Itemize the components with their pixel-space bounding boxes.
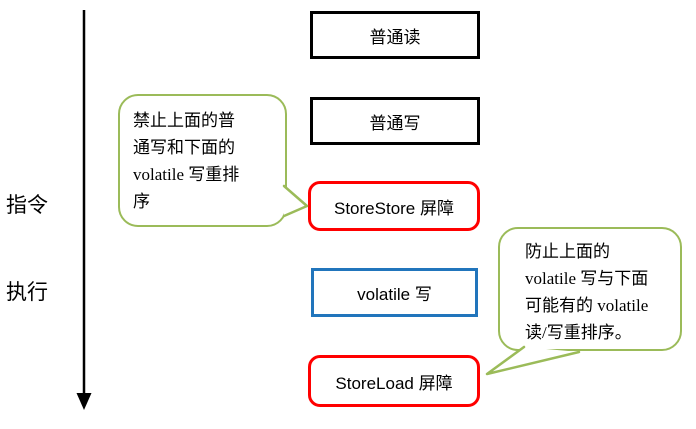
execution-arrow: [76, 10, 92, 410]
axis-label-line1: 指令: [6, 193, 48, 217]
box-normal-write: 普通写: [310, 97, 480, 145]
box-storestore-barrier: StoreStore 屏障: [308, 181, 480, 231]
callout-storeload-line2: volatile 写与下面: [525, 269, 649, 288]
box-storeload-barrier: StoreLoad 屏障: [308, 355, 480, 407]
callout-storestore-line2: 通写和下面的: [133, 138, 235, 157]
axis-label-instruction-execution: 指令 执行: [6, 133, 64, 365]
box-storestore-barrier-label: StoreStore 屏障: [334, 198, 454, 218]
callout-storeload-line1: 防止上面的: [525, 242, 610, 261]
box-normal-read: 普通读: [310, 11, 480, 59]
box-volatile-write: volatile 写: [311, 268, 478, 317]
box-normal-read-label: 普通读: [369, 27, 421, 47]
box-volatile-write-label: volatile 写: [357, 285, 432, 304]
callout-storestore-line4: 序: [133, 192, 150, 211]
callout-storestore-tail: [282, 184, 309, 218]
callout-storestore-line3: volatile 写重排: [133, 165, 240, 184]
callout-storestore: 禁止上面的普 通写和下面的 volatile 写重排 序: [118, 94, 287, 227]
callout-storeload: 防止上面的 volatile 写与下面 可能有的 volatile 读/写重排序…: [498, 227, 682, 351]
box-normal-write-label: 普通写: [369, 113, 421, 133]
callout-storeload-line3: 可能有的 volatile: [525, 296, 649, 315]
axis-label-line2: 执行: [6, 280, 48, 304]
callout-storeload-tail: [485, 345, 581, 376]
callout-storeload-line4: 读/写重排序。: [525, 323, 632, 342]
callout-storestore-line1: 禁止上面的普: [133, 111, 235, 130]
box-storeload-barrier-label: StoreLoad 屏障: [335, 373, 453, 393]
